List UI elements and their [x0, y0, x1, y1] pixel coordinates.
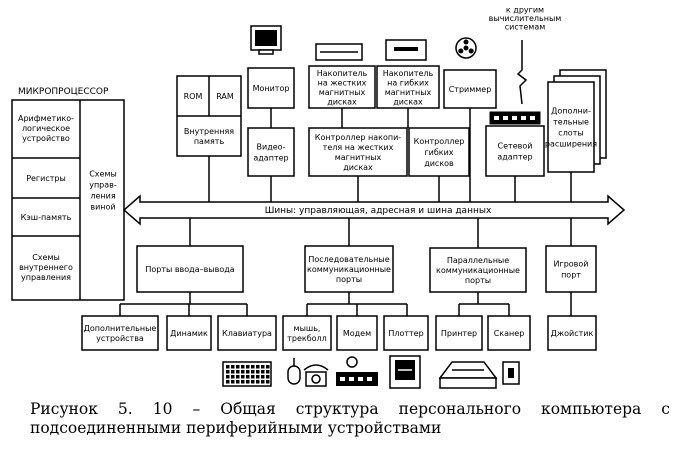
mouse-trackball-box [282, 315, 332, 351]
modem-icon [336, 356, 378, 386]
tape-reel-icon [455, 37, 477, 59]
io-ports-label: Порты ввода–вывода [145, 265, 234, 274]
caption-line-2: подсоединенными периферийными устройства… [30, 419, 442, 437]
telephone-icon [303, 364, 329, 387]
game-port-box [545, 245, 597, 293]
keyboard-icon [222, 361, 272, 387]
plotter-icon [389, 355, 421, 389]
keyboard-label: Клавиатура [222, 329, 272, 338]
ram-label: RAM [216, 92, 234, 101]
printer-icon [438, 361, 498, 389]
monitor-label: Монитор [253, 84, 290, 93]
registers-label: Регистры [26, 174, 66, 183]
joystick-box [547, 315, 597, 351]
fdd-controller-box [408, 127, 470, 177]
system-bus-label: Шины: управляющая, адресная и шина данны… [265, 206, 492, 216]
hdd-controller-box [308, 127, 408, 177]
io-ports-box [136, 245, 244, 293]
hard-drive-icon [315, 43, 363, 61]
joystick-label: Джойстик [551, 329, 594, 338]
system-bus-arrow [122, 194, 626, 226]
speaker-label: Динамик [170, 329, 208, 338]
printer-label: Принтер [441, 329, 477, 338]
cache-label: Кэш-память [21, 213, 72, 222]
monitor-box [247, 67, 295, 109]
network-adapter-box [485, 125, 545, 177]
parallel-ports-box [429, 247, 527, 293]
modem-label: Модем [343, 329, 371, 338]
plotter-box [383, 315, 429, 351]
video-adapter-label: Видео-адаптер [253, 143, 288, 163]
serial-ports-box [304, 245, 394, 293]
speaker-box [166, 315, 212, 351]
caption-line-1: Рисунок 5. 10 – Общая структура персонал… [30, 400, 670, 418]
mouse-icon [287, 358, 301, 385]
network-hub-icon [489, 111, 541, 125]
monitor-icon [250, 25, 282, 55]
extra-devices-box [81, 315, 159, 351]
joystick-icon [502, 361, 520, 385]
scanner-box [487, 315, 531, 351]
figure-caption: Рисунок 5. 10 – Общая структура персонал… [30, 400, 670, 438]
expansion-slots-box [547, 81, 595, 173]
scanner-label: Сканер [494, 329, 525, 338]
network-link-line [516, 40, 528, 105]
rom-label: ROM [184, 92, 203, 101]
video-adapter-box [247, 127, 295, 177]
cpu-outer-box [11, 99, 125, 301]
floppy-drive-icon [385, 39, 427, 61]
cpu-title: МИКРОПРОЦЕССОР [18, 87, 109, 97]
printer-box [435, 315, 483, 351]
plotter-label: Плоттер [388, 329, 423, 338]
streamer-box [443, 69, 497, 109]
streamer-label: Стриммер [449, 85, 492, 94]
mouse-trackball-label: мышь,трекболл [287, 324, 327, 343]
fdd-box [376, 65, 440, 109]
